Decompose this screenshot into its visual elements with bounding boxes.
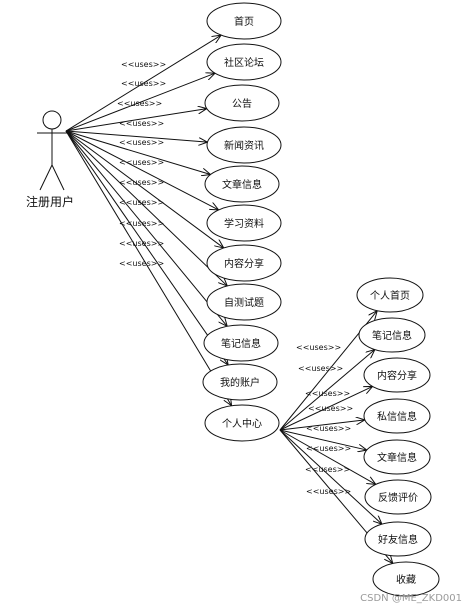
uses-arrow bbox=[279, 429, 376, 484]
uses-arrow bbox=[279, 429, 367, 450]
uses-label: <<uses>> bbox=[119, 219, 164, 228]
actor-right-leg bbox=[51, 164, 65, 191]
sub-use-case-ellipse bbox=[364, 521, 432, 557]
uses-arrow bbox=[65, 130, 228, 365]
use-case-label: 首页 bbox=[234, 15, 254, 28]
uses-arrow bbox=[279, 420, 365, 431]
actor-left-leg bbox=[39, 164, 53, 191]
sub-use-case-ellipse bbox=[363, 357, 431, 393]
use-case-label: 个人中心 bbox=[222, 417, 262, 430]
sub-use-case-label: 私信信息 bbox=[377, 410, 417, 423]
uses-label: <<uses>> bbox=[305, 465, 350, 474]
uses-label: <<uses>> bbox=[119, 119, 164, 128]
uses-label: <<uses>> bbox=[119, 239, 164, 248]
use-case-label: 公告 bbox=[232, 97, 252, 110]
sub-use-case-label: 个人首页 bbox=[370, 289, 410, 302]
watermark: CSDN @ME_ZKD001 bbox=[360, 593, 462, 604]
use-case-ellipse bbox=[206, 244, 282, 282]
uses-label: <<uses>> bbox=[306, 487, 351, 496]
uses-arrow bbox=[279, 429, 382, 524]
uses-arrow bbox=[65, 130, 207, 142]
sub-use-case-ellipse bbox=[356, 277, 424, 313]
actor-head bbox=[42, 110, 62, 130]
uses-label: <<uses>> bbox=[121, 60, 166, 69]
sub-use-case-label: 内容分享 bbox=[377, 369, 417, 382]
use-case-label: 学习资料 bbox=[224, 217, 264, 230]
uses-arrow bbox=[279, 350, 375, 431]
uses-label: <<uses>> bbox=[296, 343, 341, 352]
uses-label: <<uses>> bbox=[121, 79, 166, 88]
use-case-ellipse bbox=[202, 363, 278, 401]
use-case-label: 自测试题 bbox=[224, 296, 264, 309]
use-case-ellipse bbox=[206, 126, 282, 164]
uses-arrow bbox=[65, 73, 215, 132]
use-case-label: 新闻资讯 bbox=[224, 139, 264, 152]
use-case-label: 文章信息 bbox=[222, 178, 262, 191]
sub-use-case-ellipse bbox=[372, 561, 440, 597]
uses-arrow bbox=[65, 109, 207, 132]
uses-label: <<uses>> bbox=[119, 158, 164, 167]
uses-arrow bbox=[65, 130, 227, 326]
use-case-label: 笔记信息 bbox=[221, 337, 261, 350]
use-case-ellipse bbox=[206, 204, 282, 242]
uses-label: <<uses>> bbox=[306, 444, 351, 453]
uses-label: <<uses>> bbox=[117, 99, 162, 108]
sub-use-case-ellipse bbox=[364, 479, 432, 515]
uses-arrow bbox=[279, 386, 373, 431]
main-relations: <<uses>> <<uses>> <<uses>> <<uses>> <<uses>>… bbox=[65, 35, 232, 406]
use-case-label: 我的账户 bbox=[220, 376, 260, 389]
use-case-ellipse bbox=[204, 84, 280, 122]
use-case-ellipse bbox=[206, 2, 282, 40]
sub-use-case-label: 好友信息 bbox=[378, 533, 418, 546]
sub-use-case-label: 收藏 bbox=[396, 573, 416, 586]
sub-use-case-ellipse bbox=[363, 439, 431, 475]
use-case-ellipse bbox=[206, 43, 282, 81]
uses-arrow bbox=[65, 130, 224, 248]
sub-use-case-label: 笔记信息 bbox=[372, 329, 412, 342]
use-case-ellipse bbox=[204, 404, 280, 442]
uses-arrow bbox=[65, 130, 219, 210]
use-case-ellipse bbox=[206, 283, 282, 321]
uses-arrow bbox=[65, 130, 211, 175]
sub-use-case-label: 反馈评价 bbox=[378, 491, 418, 504]
uses-label: <<uses>> bbox=[119, 138, 164, 147]
use-case-ellipse bbox=[204, 165, 280, 203]
uses-arrow bbox=[65, 130, 232, 406]
uses-label: <<uses>> bbox=[119, 198, 164, 207]
use-case-ellipse bbox=[203, 324, 279, 362]
uses-label: <<uses>> bbox=[298, 364, 343, 373]
uses-label: <<uses>> bbox=[119, 178, 164, 187]
sub-use-case-ellipse bbox=[363, 398, 431, 434]
use-case-label: 社区论坛 bbox=[224, 56, 264, 69]
actor-name: 注册用户 bbox=[26, 194, 74, 209]
uses-label: <<uses>> bbox=[308, 404, 353, 413]
uses-label: <<uses>> bbox=[305, 389, 350, 398]
uses-label: <<uses>> bbox=[119, 259, 164, 268]
sub-use-case-ellipse bbox=[358, 317, 426, 353]
sub-use-case-label: 文章信息 bbox=[377, 451, 417, 464]
uses-arrow bbox=[65, 130, 227, 286]
uses-label: <<uses>> bbox=[306, 424, 351, 433]
uses-arrow bbox=[65, 35, 221, 132]
actor-figure: 注册用户 bbox=[26, 110, 74, 209]
use-case-label: 内容分享 bbox=[224, 257, 264, 270]
